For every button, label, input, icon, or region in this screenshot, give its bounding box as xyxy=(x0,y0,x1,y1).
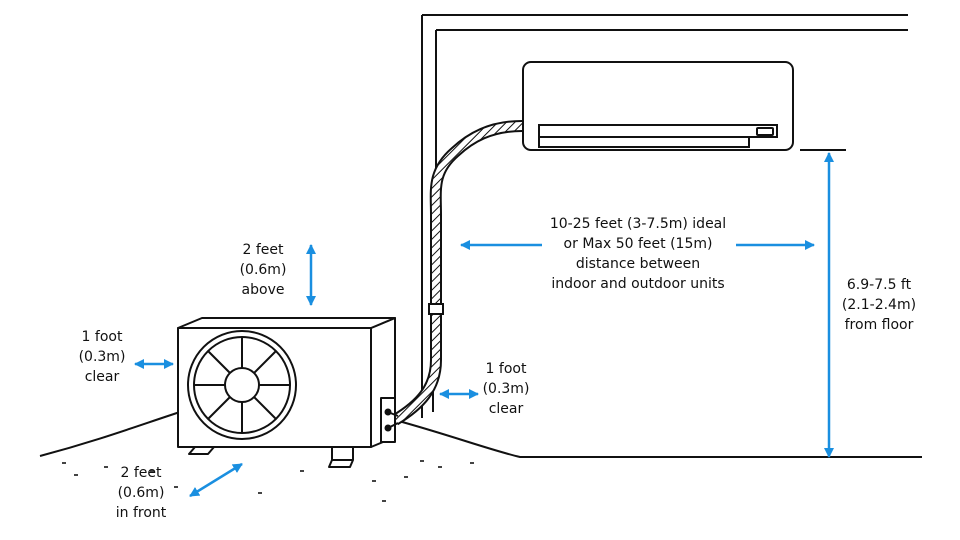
ground-texture xyxy=(62,460,474,502)
dimension-arrows xyxy=(134,152,834,498)
label-unit-distance: 10-25 feet (3-7.5m) ideal or Max 50 feet… xyxy=(549,216,727,292)
indoor-unit xyxy=(522,61,794,151)
label-front-clearance: 2 feet (0.6m) in front xyxy=(115,465,167,521)
fan-icon xyxy=(187,330,297,440)
outdoor-unit-foot-right xyxy=(328,459,354,468)
outdoor-unit-foot-left xyxy=(188,446,215,455)
indoor-unit-display xyxy=(756,127,774,136)
label-left-clearance: 1 foot (0.3m) clear xyxy=(78,329,126,385)
label-right-clearance: 1 foot (0.3m) clear xyxy=(482,361,530,417)
service-valves xyxy=(380,397,396,443)
label-above-clearance: 2 feet (0.6m) above xyxy=(239,242,287,298)
refrigerant-line-set xyxy=(391,120,523,426)
arrow-in-front xyxy=(189,462,243,498)
ground-line xyxy=(39,411,922,458)
label-mounting-height: 6.9-7.5 ft (2.1-2.4m) from floor xyxy=(841,277,917,333)
pipe-clamp xyxy=(428,303,444,315)
